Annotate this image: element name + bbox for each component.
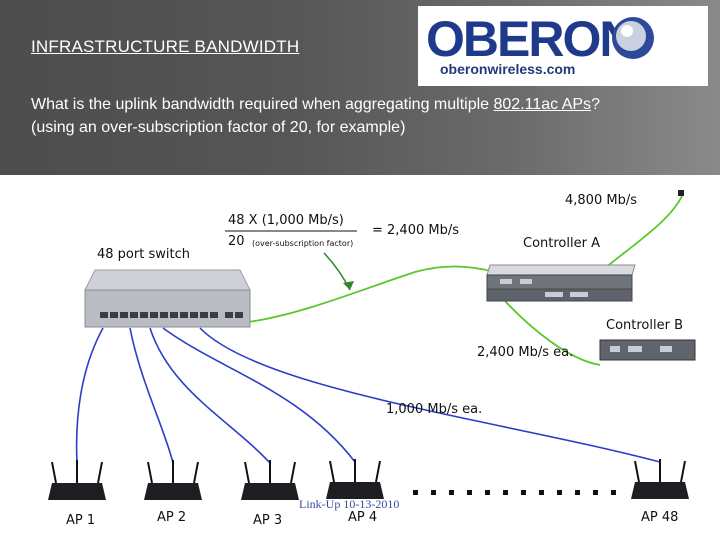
uplink-each-rate: 2,400 Mb/s ea.: [477, 345, 574, 360]
ap-3-device: [241, 460, 299, 500]
formula-result: = 2,400 Mb/s: [372, 223, 459, 238]
question-text-start: What is the uplink bandwidth required wh…: [31, 96, 494, 113]
ap-cables: [75, 327, 661, 464]
footer-text: Link-Up 10-13-2010: [299, 497, 400, 511]
ap-2-device: [144, 460, 202, 500]
slide-question: What is the uplink bandwidth required wh…: [31, 93, 621, 139]
switch-device: [84, 269, 251, 328]
oberon-logo: OBERON: [418, 6, 708, 86]
logo-wordmark: OBERON: [426, 11, 633, 67]
controller-a-label: Controller A: [523, 236, 600, 251]
ap-label: AP 3: [253, 513, 283, 528]
ap-link-rate: 1,000 Mb/s ea.: [386, 402, 483, 417]
ap-48-device: [631, 459, 689, 499]
ap-label: AP 48: [641, 510, 679, 525]
ap-1-device: [48, 460, 106, 500]
controller-b-device: [599, 339, 696, 361]
question-text-end: ? (using an over-subscription factor of …: [31, 96, 600, 136]
formula-note: (over-subscription factor): [252, 239, 354, 248]
logo-url: oberonwireless.com: [440, 61, 576, 77]
uplink-endpoint: [678, 190, 684, 196]
ap-label: AP 2: [157, 510, 187, 525]
uplink-cables: [247, 195, 683, 366]
switch-label: 48 port switch: [97, 247, 190, 262]
formula-denominator: 20: [228, 234, 245, 249]
question-link-802-11ac: 802.11ac APs: [493, 96, 592, 113]
ap-label: AP 1: [66, 513, 96, 528]
ap-ellipsis: [413, 490, 616, 495]
slide-title: INFRASTRUCTURE BANDWIDTH: [31, 37, 300, 56]
ap-4-device: [326, 459, 384, 499]
formula-numerator: 48 X (1,000 Mb/s): [228, 213, 344, 228]
ap-label: AP 4: [348, 510, 378, 525]
controller-b-label: Controller B: [606, 318, 683, 333]
uplink-a-rate: 4,800 Mb/s: [565, 193, 637, 208]
controller-a-device: [486, 264, 636, 302]
